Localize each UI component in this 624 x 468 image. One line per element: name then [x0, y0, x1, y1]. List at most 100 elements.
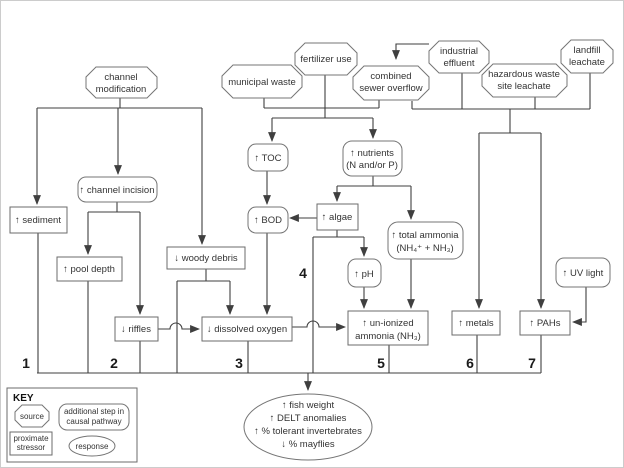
node-un-ionized-ammonia-label: ↑ un-ionized — [362, 318, 413, 329]
node-woody-debris: ↓ woody debris — [166, 246, 246, 270]
pathway-numbers: 1 2 3 4 5 6 7 — [22, 265, 536, 371]
key-proximate-stressor-label2: stressor — [17, 443, 46, 452]
node-pahs-shape — [519, 310, 571, 336]
node-combined-sewer-overflow: combined sewer overflow — [352, 65, 430, 101]
node-industrial-effluent-label: industrial — [440, 46, 478, 57]
node-riffles-shape — [114, 316, 159, 342]
node-toc-shape — [247, 143, 289, 172]
pathway-number-3: 3 — [235, 355, 243, 371]
key-proximate-stressor-shape — [9, 431, 53, 456]
node-ph-shape — [347, 258, 382, 288]
node-sediment-shape — [9, 206, 68, 234]
node-pahs: ↑ PAHs — [519, 310, 571, 336]
key-legend: KEY source additional step in causal pat… — [6, 387, 138, 463]
response-line-tolerant-invertebrates: ↑ % tolerant invertebrates — [254, 426, 362, 437]
node-total-ammonia-label2: (NH₄⁺ + NH₃) — [396, 243, 453, 254]
key-title: KEY — [13, 393, 34, 404]
pathway-number-4: 4 — [299, 265, 307, 281]
node-toc-label: ↑ TOC — [254, 153, 281, 164]
node-hazardous-waste-label: hazardous waste — [488, 69, 560, 80]
node-un-ionized-ammonia-label2: ammonia (NH₃) — [355, 331, 421, 342]
node-pahs-label: ↑ PAHs — [530, 318, 561, 329]
node-nutrients-label: ↑ nutrients — [350, 148, 394, 159]
node-industrial-effluent-label2: effluent — [444, 58, 475, 69]
key-additional-step-label2: causal pathway — [66, 417, 121, 426]
node-landfill-leachate-label2: leachate — [569, 57, 605, 68]
node-woody-debris-shape — [166, 246, 246, 270]
node-pool-depth: ↑ pool depth — [56, 256, 123, 282]
node-dissolved-oxygen: ↓ dissolved oxygen — [201, 316, 293, 342]
node-response-shape — [243, 393, 373, 461]
key-source-label: source — [20, 412, 45, 421]
key-proximate-stressor-label: proximate — [13, 434, 49, 443]
node-municipal-waste-label: municipal waste — [228, 77, 296, 88]
node-metals: ↑ metals — [451, 310, 501, 336]
node-hazardous-waste-label2: site leachate — [497, 81, 550, 92]
node-algae-label: ↑ algae — [322, 212, 353, 223]
node-fertilizer-use-shape — [294, 42, 358, 76]
node-toc: ↑ TOC — [247, 143, 289, 172]
node-channel-modification-shape — [85, 66, 158, 99]
node-metals-shape — [451, 310, 501, 336]
node-riffles-label: ↓ riffles — [121, 324, 151, 335]
node-dissolved-oxygen-label: ↓ dissolved oxygen — [207, 324, 287, 335]
node-ph-label: ↑ pH — [354, 269, 374, 280]
node-channel-modification-label: channel — [104, 72, 137, 83]
pathway-number-7: 7 — [528, 355, 536, 371]
node-cso-label: combined — [370, 71, 411, 82]
node-bod: ↑ BOD — [247, 206, 289, 234]
node-fertilizer-use-label: fertilizer use — [300, 54, 351, 65]
pathway-number-1: 1 — [22, 355, 30, 371]
node-metals-label: ↑ metals — [458, 318, 494, 329]
key-response-label: response — [76, 442, 109, 451]
node-sediment: ↑ sediment — [9, 206, 68, 234]
node-channel-incision-shape — [77, 176, 158, 203]
node-nutrients-label2: (N and/or P) — [346, 160, 398, 171]
key-additional-step-shape — [58, 403, 130, 431]
node-landfill-leachate: landfill leachate — [560, 39, 614, 74]
node-ph: ↑ pH — [347, 258, 382, 288]
node-municipal-waste-shape — [221, 64, 303, 99]
node-response: ↑ fish weight ↑ DELT anomalies ↑ % toler… — [243, 393, 373, 461]
connectors — [33, 43, 591, 391]
node-cso-label2: sewer overflow — [359, 83, 422, 94]
node-sediment-label: ↑ sediment — [15, 215, 61, 226]
response-line-delt-anomalies: ↑ DELT anomalies — [270, 413, 347, 424]
node-uv-light-shape — [555, 257, 611, 288]
key-additional-step-label: additional step in — [64, 407, 124, 416]
node-un-ionized-ammonia-shape — [347, 310, 429, 346]
node-nutrients-shape — [342, 140, 403, 177]
arrow-do-to-unionized-hop — [292, 320, 346, 331]
arrow-uvlight-to-pahs — [572, 287, 587, 326]
pathway-number-2: 2 — [110, 355, 118, 371]
node-total-ammonia: ↑ total ammonia (NH₄⁺ + NH₃) — [387, 221, 464, 260]
node-channel-incision-label: ↑ channel incision — [80, 185, 155, 196]
pathway-number-6: 6 — [466, 355, 474, 371]
node-municipal-waste: municipal waste — [221, 64, 303, 99]
node-landfill-leachate-shape — [560, 39, 614, 74]
key-response-shape — [68, 435, 116, 457]
arrow-industrial-to-cso — [392, 43, 429, 60]
node-hazardous-waste-shape — [481, 63, 568, 98]
node-riffles: ↓ riffles — [114, 316, 159, 342]
node-total-ammonia-shape — [387, 221, 464, 260]
node-bod-shape — [247, 206, 289, 234]
node-algae-shape — [316, 203, 359, 231]
node-pool-depth-shape — [56, 256, 123, 282]
node-algae: ↑ algae — [316, 203, 359, 231]
response-line-fish-weight: ↑ fish weight — [282, 400, 335, 411]
node-bod-label: ↑ BOD — [254, 215, 282, 226]
node-un-ionized-ammonia: ↑ un-ionized ammonia (NH₃) — [347, 310, 429, 346]
node-pool-depth-label: ↑ pool depth — [63, 264, 115, 275]
node-channel-modification-label2: modification — [96, 84, 147, 95]
node-dissolved-oxygen-shape — [201, 316, 293, 342]
node-channel-modification: channel modification — [85, 66, 158, 99]
node-hazardous-waste-site-leachate: hazardous waste site leachate — [481, 63, 568, 98]
key-source-shape — [14, 404, 50, 428]
node-landfill-leachate-label: landfill — [574, 45, 601, 56]
node-fertilizer-use: fertilizer use — [294, 42, 358, 76]
node-uv-light-label: ↑ UV light — [563, 268, 604, 279]
node-nutrients: ↑ nutrients (N and/or P) — [342, 140, 403, 177]
